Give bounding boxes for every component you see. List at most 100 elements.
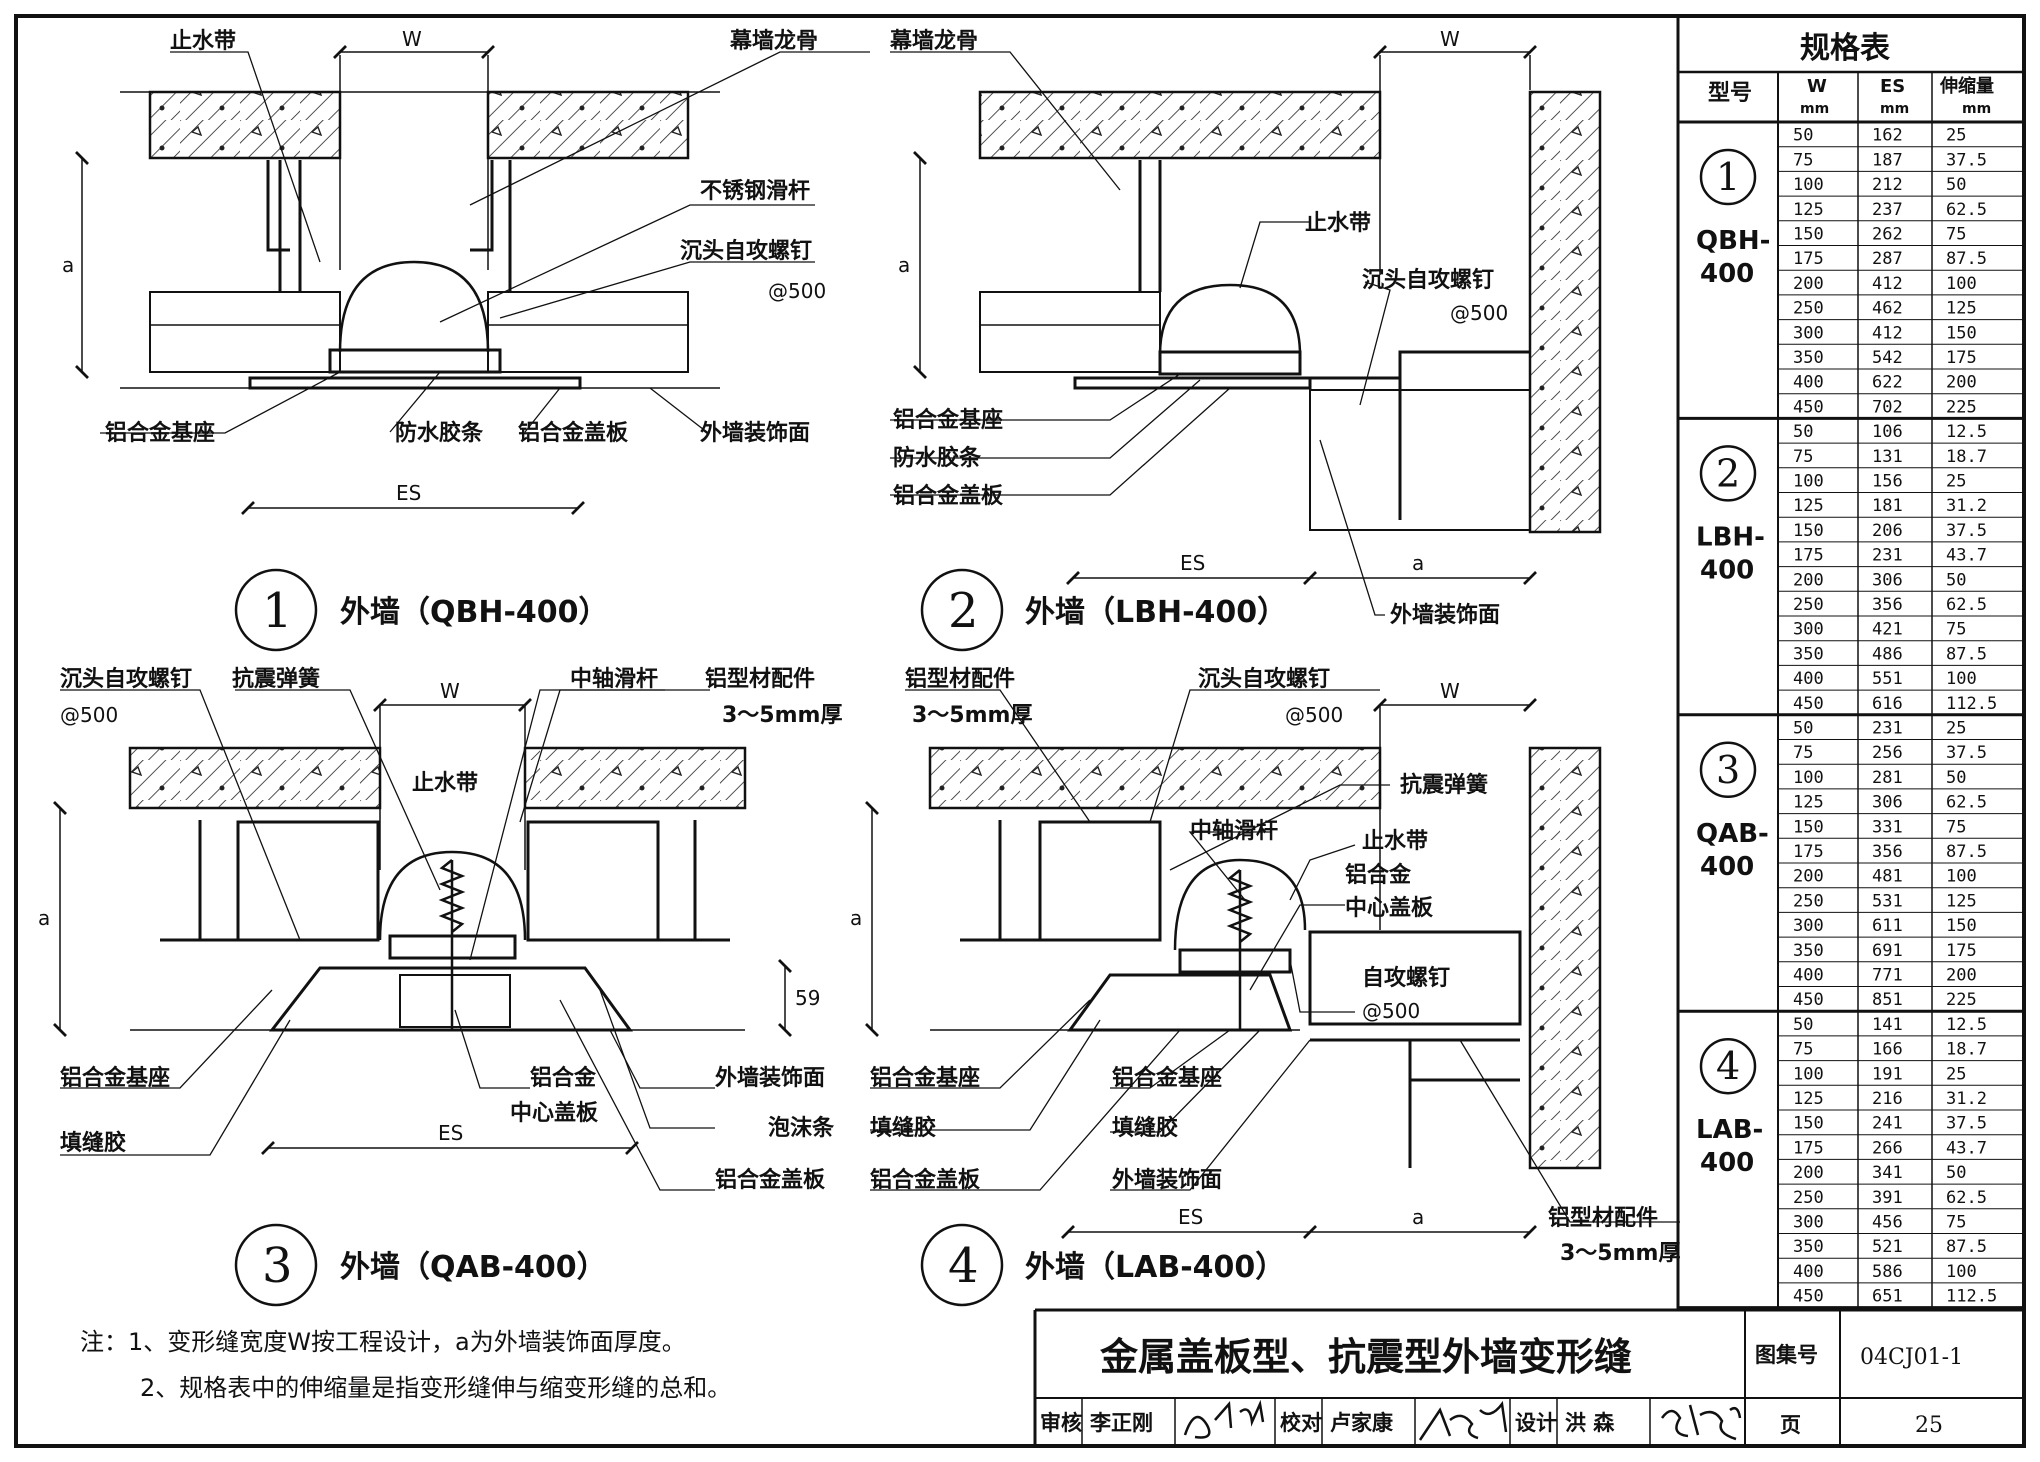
spec-cell: 18.7 bbox=[1946, 447, 1987, 467]
spec-cell: 31.2 bbox=[1946, 1089, 1987, 1109]
label-rod: 中轴滑杆 bbox=[570, 666, 658, 692]
label-filler-2: 填缝胶 bbox=[1112, 1115, 1178, 1141]
spec-cell: 50 bbox=[1793, 1015, 1813, 1035]
detail-number-circle bbox=[234, 1223, 318, 1307]
i-beam bbox=[960, 820, 1040, 942]
label-base: 铝合金基座 bbox=[870, 1065, 980, 1091]
spec-cell: 450 bbox=[1793, 990, 1824, 1010]
spec-cell: 851 bbox=[1872, 990, 1903, 1010]
page-number: 25 bbox=[1915, 1413, 1943, 1438]
label-fitting-thk: 3～5mm厚 bbox=[722, 703, 842, 728]
spec-cell: 25 bbox=[1946, 1064, 1966, 1084]
label-cover: 铝合金盖板 bbox=[870, 1167, 981, 1193]
keel-profile bbox=[266, 160, 512, 292]
group-number: 3 bbox=[1716, 748, 1740, 792]
spec-cell: 356 bbox=[1872, 842, 1903, 862]
spec-cell: 162 bbox=[1872, 126, 1903, 146]
concrete-slab bbox=[486, 90, 690, 160]
spec-cell: 62.5 bbox=[1946, 595, 1987, 615]
concrete-slab bbox=[978, 90, 1382, 160]
group-model-line1: QAB- bbox=[1696, 819, 1769, 849]
seismic-spring bbox=[438, 859, 466, 1030]
spec-cell: 100 bbox=[1793, 768, 1824, 788]
group-number-circle bbox=[1699, 148, 1757, 206]
spec-cell: 150 bbox=[1793, 817, 1824, 837]
spec-cell: 50 bbox=[1946, 175, 1966, 195]
label-foam: 泡沫条 bbox=[768, 1115, 835, 1141]
i-beam bbox=[160, 820, 730, 942]
spec-cell: 356 bbox=[1872, 595, 1903, 615]
spec-cell: 87.5 bbox=[1946, 644, 1987, 664]
spec-cell: 100 bbox=[1793, 472, 1824, 492]
spec-cell: 241 bbox=[1872, 1114, 1903, 1134]
group-model-line1: LAB- bbox=[1696, 1115, 1763, 1145]
spec-cell: 43.7 bbox=[1946, 1138, 1987, 1158]
concrete-slab bbox=[928, 746, 1382, 810]
spec-cell: 586 bbox=[1872, 1262, 1903, 1282]
label-screw-spacing: @500 bbox=[1450, 301, 1508, 325]
label-spring: 抗震弹簧 bbox=[232, 666, 320, 692]
note-line-1: 注：1、变形缝宽度W按工程设计，a为外墙装饰面厚度。 bbox=[80, 1328, 686, 1356]
spec-cell: 450 bbox=[1793, 397, 1824, 417]
spec-cell: 481 bbox=[1872, 867, 1903, 887]
spec-cell: 25 bbox=[1946, 719, 1966, 739]
checker-name: 卢家康 bbox=[1330, 1411, 1394, 1435]
spec-cell: 350 bbox=[1793, 1237, 1824, 1257]
detail-number: 3 bbox=[262, 1238, 293, 1294]
spec-cell: 702 bbox=[1872, 397, 1903, 417]
dim-59: 59 bbox=[795, 986, 820, 1010]
label-rod: 中轴滑杆 bbox=[1190, 818, 1278, 844]
dim-es: ES bbox=[396, 481, 421, 505]
spec-cell: 37.5 bbox=[1946, 150, 1987, 170]
spec-cell: 62.5 bbox=[1946, 1188, 1987, 1208]
spec-cell: 225 bbox=[1946, 397, 1977, 417]
spec-cell: 100 bbox=[1946, 669, 1977, 689]
wall-bracket bbox=[1310, 350, 1530, 520]
spec-cell: 100 bbox=[1793, 175, 1824, 195]
spec-cell: 391 bbox=[1872, 1188, 1903, 1208]
dim-a: a bbox=[62, 253, 74, 277]
spec-cell: 771 bbox=[1872, 966, 1903, 986]
detail-3: W a 59 ES 沉头自攻螺钉 @500 抗震弹簧 中轴滑杆 铝型材配件 3～… bbox=[38, 666, 842, 1307]
spec-cell: 200 bbox=[1793, 867, 1824, 887]
keel-profile bbox=[1138, 160, 1162, 292]
label-screw-spacing: @500 bbox=[60, 703, 118, 727]
spec-cell: 400 bbox=[1793, 1262, 1824, 1282]
detail-2: W a ES a 幕墙龙骨 止水带 沉头自攻螺钉 @500 铝合金基座 防水胶条… bbox=[889, 27, 1602, 652]
spec-cell: 75 bbox=[1793, 150, 1813, 170]
spec-cell: 75 bbox=[1793, 743, 1813, 763]
spec-cell: 412 bbox=[1872, 274, 1903, 294]
page-label: 页 bbox=[1780, 1413, 1801, 1437]
spec-cell: 206 bbox=[1872, 521, 1903, 541]
spec-cell: 200 bbox=[1793, 274, 1824, 294]
detail-number-circle bbox=[920, 1223, 1004, 1307]
dim-a: a bbox=[898, 253, 910, 277]
dim-a: a bbox=[38, 906, 50, 930]
label-finish: 外墙装饰面 bbox=[715, 1065, 825, 1091]
spec-cell: 166 bbox=[1872, 1040, 1903, 1060]
spec-cell: 521 bbox=[1872, 1237, 1903, 1257]
label-waterstop: 止水带 bbox=[412, 771, 478, 796]
spec-cell: 131 bbox=[1872, 447, 1903, 467]
spec-cell: 187 bbox=[1872, 150, 1903, 170]
label-waterstop: 止水带 bbox=[170, 29, 236, 54]
spec-cell: 62.5 bbox=[1946, 200, 1987, 220]
spec-cell: 112.5 bbox=[1946, 694, 1997, 714]
detail-number-circle bbox=[920, 568, 1004, 652]
spec-cell: 62.5 bbox=[1946, 793, 1987, 813]
spec-cell: 50 bbox=[1793, 126, 1813, 146]
spec-cell: 300 bbox=[1793, 1213, 1824, 1233]
spec-cell: 37.5 bbox=[1946, 743, 1987, 763]
spec-cell: 125 bbox=[1793, 793, 1824, 813]
label-screw: 沉头自攻螺钉 bbox=[1198, 666, 1330, 692]
spec-cell: 287 bbox=[1872, 249, 1903, 269]
spec-cell: 175 bbox=[1793, 546, 1824, 566]
spec-cell: 87.5 bbox=[1946, 249, 1987, 269]
label-fitting: 铝型材配件 bbox=[705, 666, 815, 692]
spec-cell: 231 bbox=[1872, 719, 1903, 739]
spec-cell: 75 bbox=[1793, 447, 1813, 467]
spec-cell: 125 bbox=[1793, 1089, 1824, 1109]
spec-cell: 175 bbox=[1793, 842, 1824, 862]
spec-cell: 651 bbox=[1872, 1287, 1903, 1307]
